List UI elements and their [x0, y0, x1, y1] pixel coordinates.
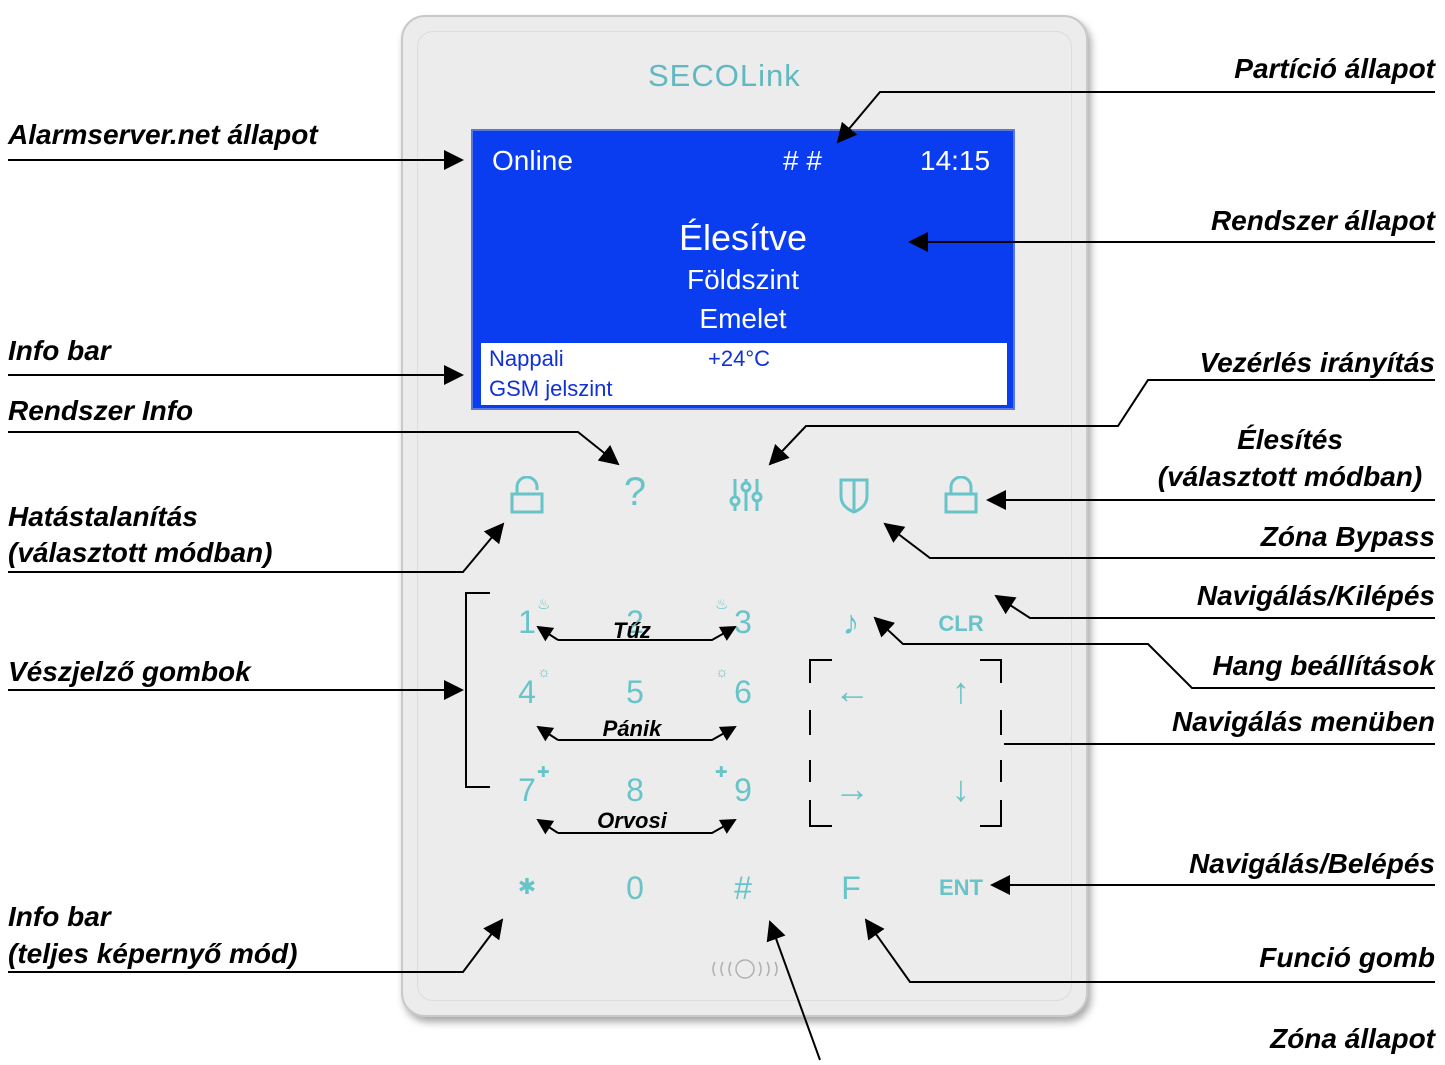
- panic-icon: ☼: [715, 664, 729, 681]
- label-nav-exit: Navigálás/Kilépés: [1196, 580, 1435, 611]
- label-system-info: Rendszer Info: [8, 395, 194, 426]
- key-5[interactable]: 5: [626, 674, 644, 710]
- info-bar-mode: Nappali: [489, 346, 564, 371]
- key-3[interactable]: 3: [734, 604, 752, 640]
- label-disarm: Hatástalanítás: [8, 501, 198, 532]
- label-zone-bypass: Zóna Bypass: [1260, 521, 1435, 552]
- label-system-status: Rendszer állapot: [1210, 205, 1435, 236]
- system-status-text: Élesítve: [678, 217, 808, 258]
- medical-group-label: Orvosi: [597, 808, 667, 833]
- up-arrow-key[interactable]: ↑: [952, 670, 970, 711]
- left-arrow-key[interactable]: ←: [834, 670, 870, 711]
- flame-icon: ♨: [715, 596, 729, 613]
- flame-icon: ♨: [537, 596, 551, 613]
- label-alarmserver-status: Alarmserver.net állapot: [8, 119, 318, 150]
- fire-group-label: Tűz: [613, 618, 651, 643]
- label-control: Vezérlés irányítás: [1199, 347, 1435, 378]
- label-arm: Élesítés: [1237, 424, 1343, 455]
- disarm-button[interactable]: [507, 476, 547, 516]
- medical-cross-icon: ✚: [537, 764, 550, 781]
- label-partition-status: Partíció állapot: [1234, 53, 1435, 84]
- info-bar-temperature: +24°C: [708, 346, 771, 371]
- ent-key[interactable]: ENT: [939, 875, 983, 900]
- partition-status-text: # #: [783, 145, 822, 176]
- key-6[interactable]: 6: [734, 674, 752, 710]
- label-info-bar-full: Info bar: [8, 901, 111, 932]
- clock-text: 14:15: [920, 145, 991, 176]
- label-info-bar-full-sub: (teljes képernyő mód): [8, 938, 298, 969]
- key-7[interactable]: 7: [518, 772, 536, 808]
- partition-line-1: Földszint: [686, 264, 800, 295]
- label-nav-enter: Navigálás/Belépés: [1189, 848, 1435, 879]
- key-4[interactable]: 4: [518, 674, 536, 710]
- star-key[interactable]: ✱: [517, 874, 537, 899]
- arm-button[interactable]: [941, 476, 981, 516]
- label-arm-sub: (választott módban): [1157, 461, 1423, 492]
- sliders-icon: [729, 479, 763, 511]
- sound-key[interactable]: ♪: [842, 604, 860, 642]
- panic-group-label: Pánik: [602, 716, 662, 741]
- medical-cross-icon: ✚: [715, 764, 728, 781]
- info-bar-gsm: GSM jelszint: [489, 376, 613, 401]
- label-disarm-sub: (választott módban): [8, 537, 273, 568]
- key-1[interactable]: 1: [518, 604, 536, 640]
- info-bar: Nappali +24°C GSM jelszint: [481, 343, 1007, 405]
- help-button[interactable]: ?: [623, 470, 647, 514]
- label-info-bar: Info bar: [8, 335, 111, 366]
- function-key[interactable]: F: [841, 870, 861, 906]
- label-menu-nav: Navigálás menüben: [1172, 706, 1435, 737]
- lcd-screen: Online # # 14:15 Élesítve Földszint Emel…: [471, 129, 1015, 410]
- panic-icon: ☼: [537, 664, 551, 681]
- key-2[interactable]: 2: [626, 604, 644, 640]
- device-inner-bezel: [417, 31, 1072, 1001]
- server-status-text: Online: [492, 145, 573, 176]
- bypass-button[interactable]: [834, 474, 874, 514]
- shield-icon: [839, 478, 869, 514]
- label-emergency-keys: Vészjelző gombok: [8, 656, 251, 687]
- right-arrow-key[interactable]: →: [834, 768, 870, 809]
- label-function-key: Funció gomb: [1259, 942, 1435, 973]
- control-button[interactable]: [726, 475, 766, 515]
- lock-icon: [944, 476, 978, 514]
- key-0[interactable]: 0: [626, 870, 644, 906]
- label-sound-settings: Hang beállítások: [1212, 650, 1435, 681]
- partition-line-2: Emelet: [699, 303, 787, 334]
- sensor-icon: [712, 959, 778, 979]
- clr-key[interactable]: CLR: [938, 611, 984, 636]
- brand-logo: SECOLink: [648, 58, 801, 93]
- unlock-icon: [510, 476, 544, 514]
- label-zone-status: Zóna állapot: [1270, 1023, 1435, 1054]
- key-8[interactable]: 8: [626, 772, 644, 808]
- key-9[interactable]: 9: [734, 772, 752, 808]
- key-hash[interactable]: #: [734, 870, 752, 906]
- down-arrow-key[interactable]: ↓: [952, 768, 970, 809]
